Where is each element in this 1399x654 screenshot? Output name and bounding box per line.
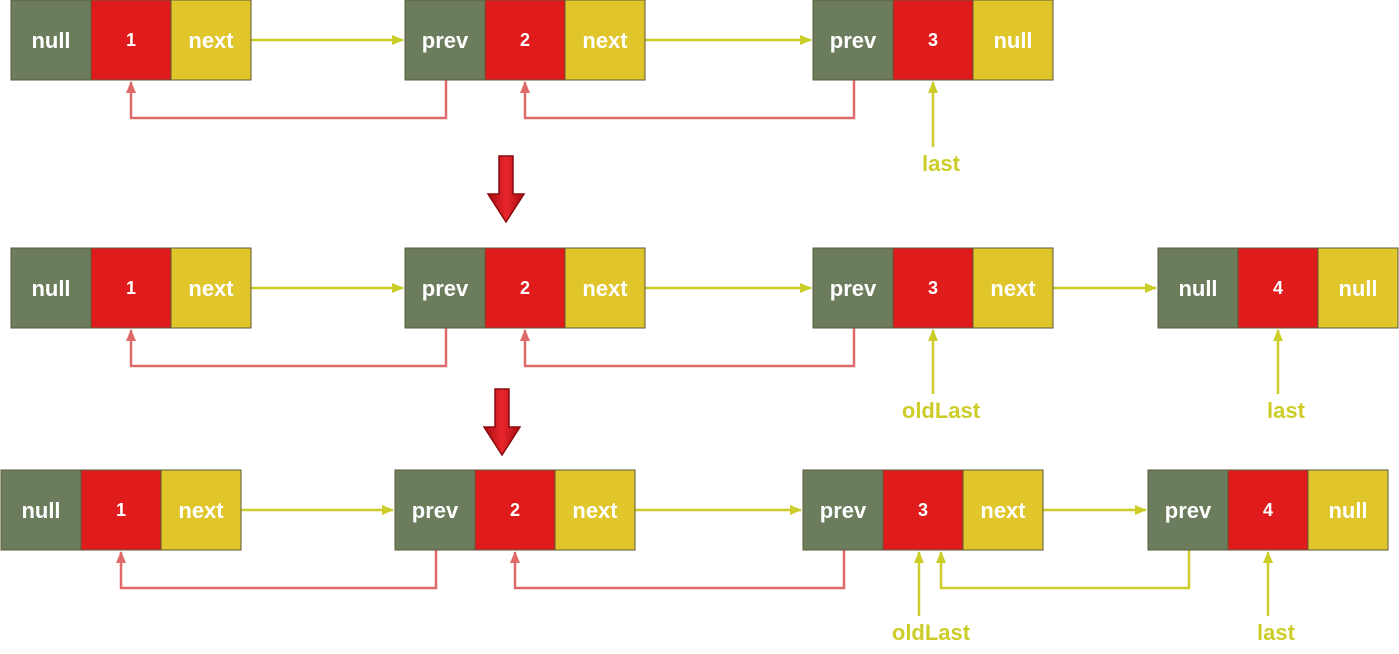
- oldLast-pointer-label: oldLast: [902, 398, 981, 423]
- data-cell: [474, 469, 556, 551]
- next-label: next: [178, 498, 224, 523]
- prev-label: prev: [1165, 498, 1212, 523]
- prev-label: null: [31, 276, 70, 301]
- data-label: 1: [126, 30, 136, 50]
- data-label: 2: [520, 30, 530, 50]
- step-down-arrow-icon: [486, 155, 526, 224]
- next-cell: [170, 247, 252, 329]
- prev-link-arrow: [126, 328, 448, 368]
- next-label: next: [188, 276, 234, 301]
- node-3: prev 3 null: [812, 0, 1054, 81]
- node-2: prev 2 next: [404, 247, 646, 329]
- next-cell: [972, 0, 1054, 81]
- node-3: prev 3 next: [802, 469, 1044, 551]
- node-2: prev 2 next: [394, 469, 636, 551]
- node-4: null 4 null: [1157, 247, 1399, 329]
- node-1: null 1 next: [10, 247, 252, 329]
- next-cell: [170, 0, 252, 81]
- next-cell: [962, 469, 1044, 551]
- data-label: 1: [116, 500, 126, 520]
- next-cell: [1317, 247, 1399, 329]
- prev-label: null: [31, 28, 70, 53]
- data-cell: [892, 247, 974, 329]
- node-2: prev 2 next: [404, 0, 646, 81]
- next-cell: [554, 469, 636, 551]
- prev-cell: [812, 247, 894, 329]
- next-label: next: [188, 28, 234, 53]
- prev-label: null: [1178, 276, 1217, 301]
- node-4: prev 4 null: [1147, 469, 1389, 551]
- next-cell: [1307, 469, 1389, 551]
- data-cell: [90, 0, 172, 81]
- next-cell: [972, 247, 1054, 329]
- prev-label: null: [21, 498, 60, 523]
- data-cell: [882, 469, 964, 551]
- next-label: next: [582, 28, 628, 53]
- prev-label: prev: [422, 276, 469, 301]
- next-label: null: [1328, 498, 1367, 523]
- data-label: 2: [510, 500, 520, 520]
- data-label: 3: [918, 500, 928, 520]
- oldLast-pointer-label: oldLast: [892, 620, 971, 645]
- data-label: 3: [928, 30, 938, 50]
- next-label: next: [572, 498, 618, 523]
- prev-label: prev: [820, 498, 867, 523]
- data-cell: [80, 469, 162, 551]
- data-label: 4: [1273, 278, 1283, 298]
- last-pointer-label: last: [1257, 620, 1296, 645]
- data-cell: [90, 247, 172, 329]
- prev-link-arrow: [510, 550, 846, 590]
- prev-link-arrow: [936, 550, 1191, 590]
- data-label: 1: [126, 278, 136, 298]
- data-label: 3: [928, 278, 938, 298]
- prev-link-arrow: [520, 80, 856, 120]
- last-pointer-label: last: [1267, 398, 1306, 423]
- prev-cell: [10, 247, 92, 329]
- node-1: null 1 next: [10, 0, 252, 81]
- next-label: next: [582, 276, 628, 301]
- data-cell: [484, 247, 566, 329]
- prev-link-arrow: [126, 80, 448, 120]
- next-label: next: [980, 498, 1026, 523]
- next-cell: [564, 247, 646, 329]
- data-label: 2: [520, 278, 530, 298]
- next-label: null: [993, 28, 1032, 53]
- data-cell: [892, 0, 974, 81]
- next-label: null: [1338, 276, 1377, 301]
- prev-cell: [802, 469, 884, 551]
- prev-label: prev: [412, 498, 459, 523]
- prev-link-arrow: [520, 328, 856, 368]
- step-arrows-layer: [482, 155, 526, 457]
- step-down-arrow-icon: [482, 388, 522, 457]
- node-3: prev 3 next: [812, 247, 1054, 329]
- prev-cell: [404, 0, 486, 81]
- data-label: 4: [1263, 500, 1273, 520]
- link-arrows-layer: [116, 35, 1283, 616]
- prev-label: prev: [830, 276, 877, 301]
- prev-cell: [404, 247, 486, 329]
- prev-cell: [1157, 247, 1239, 329]
- next-cell: [160, 469, 242, 551]
- data-cell: [1237, 247, 1319, 329]
- last-pointer-label: last: [922, 151, 961, 176]
- next-label: next: [990, 276, 1036, 301]
- prev-cell: [394, 469, 476, 551]
- prev-label: prev: [830, 28, 877, 53]
- prev-cell: [812, 0, 894, 81]
- next-cell: [564, 0, 646, 81]
- node-1: null 1 next: [0, 469, 242, 551]
- prev-link-arrow: [116, 550, 438, 590]
- prev-label: prev: [422, 28, 469, 53]
